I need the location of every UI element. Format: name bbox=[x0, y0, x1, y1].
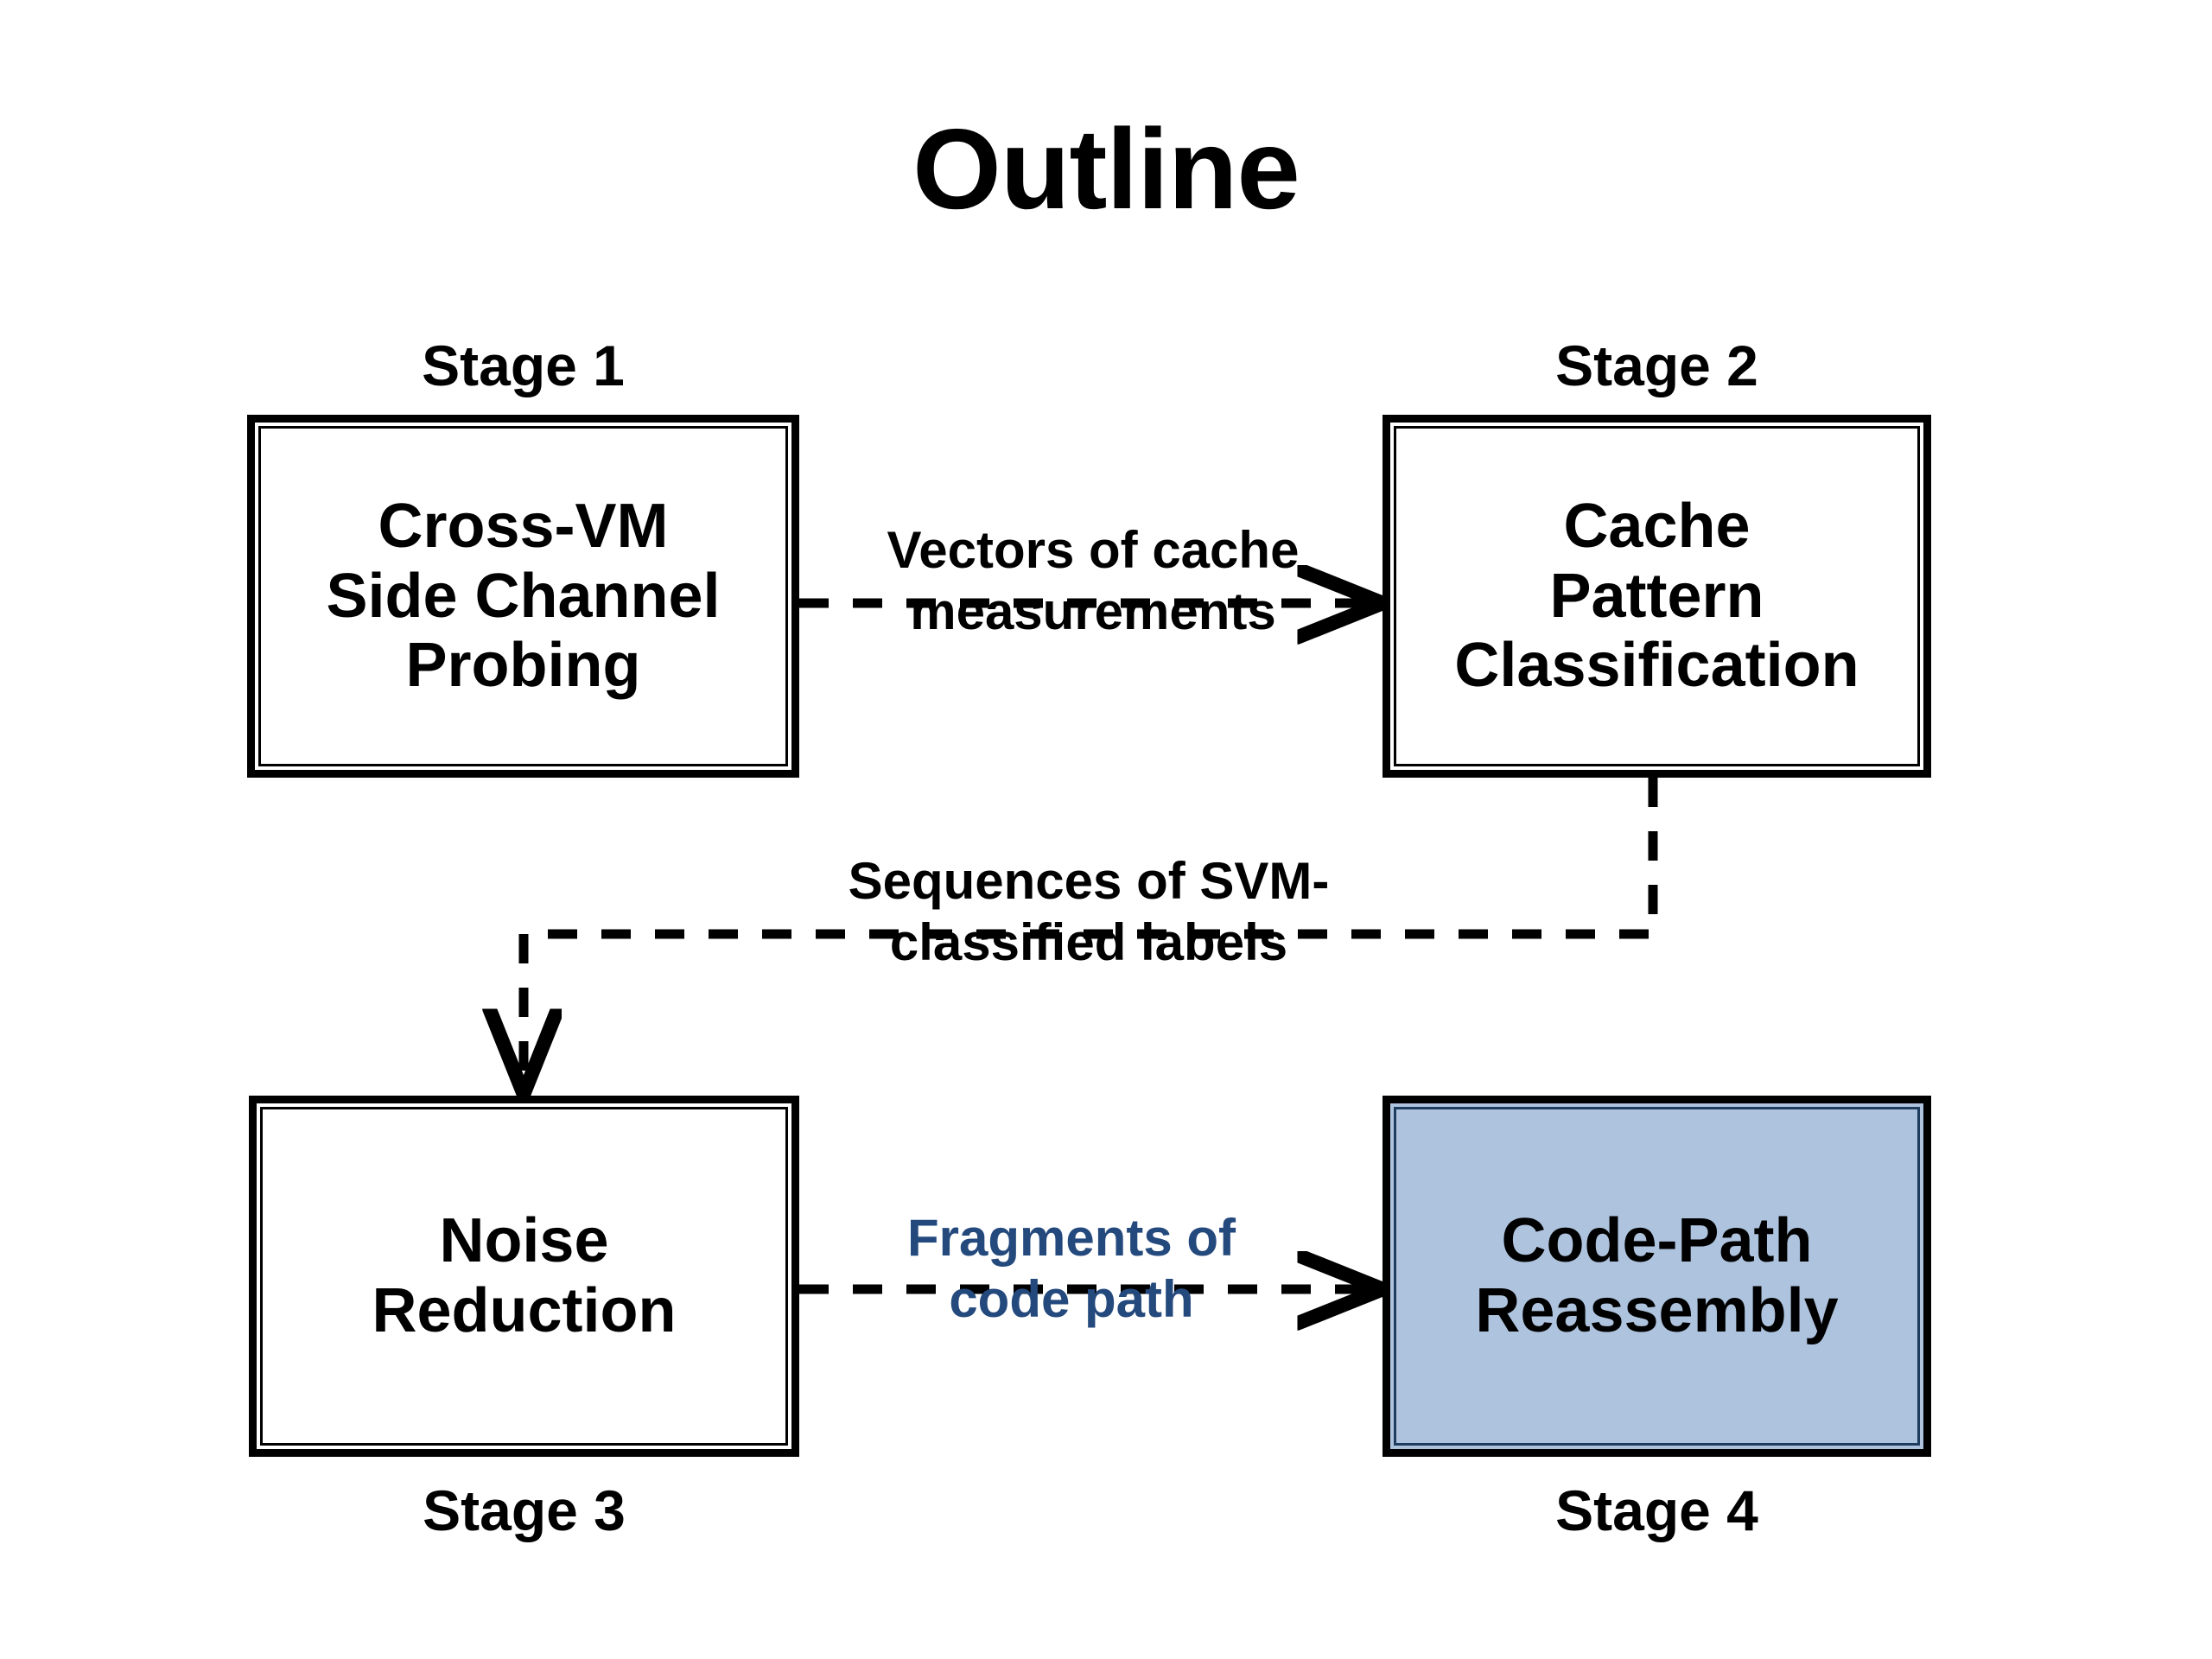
stage-3-label: Noise Reduction bbox=[372, 1206, 677, 1345]
stage-4-box[interactable]: Code-Path Reassembly bbox=[1382, 1096, 1931, 1457]
stage-2-label: Cache Pattern Classification bbox=[1454, 492, 1859, 701]
page-title: Outline bbox=[912, 105, 1300, 232]
edge-label-sequences-of-svm-classified-labels: Sequences of SVM- classified labels bbox=[848, 852, 1330, 971]
stage-1-caption: Stage 1 bbox=[422, 334, 625, 397]
stage-4-label: Code-Path Reassembly bbox=[1475, 1206, 1839, 1345]
stage-1-label: Cross-VM Side Channel Probing bbox=[326, 492, 721, 701]
edge-label-fragments-of-code-path: Fragments of code path bbox=[906, 1209, 1236, 1328]
stage-2-caption: Stage 2 bbox=[1555, 334, 1758, 397]
stage-3-caption: Stage 3 bbox=[423, 1478, 626, 1542]
stage-1-box[interactable]: Cross-VM Side Channel Probing bbox=[247, 415, 799, 778]
stage-3-box[interactable]: Noise Reduction bbox=[249, 1096, 799, 1457]
stage-4-caption: Stage 4 bbox=[1555, 1478, 1758, 1542]
edge-label-vectors-of-cache-measurements: Vectors of cache measurements bbox=[887, 521, 1300, 640]
stage-2-box[interactable]: Cache Pattern Classification bbox=[1382, 415, 1931, 778]
